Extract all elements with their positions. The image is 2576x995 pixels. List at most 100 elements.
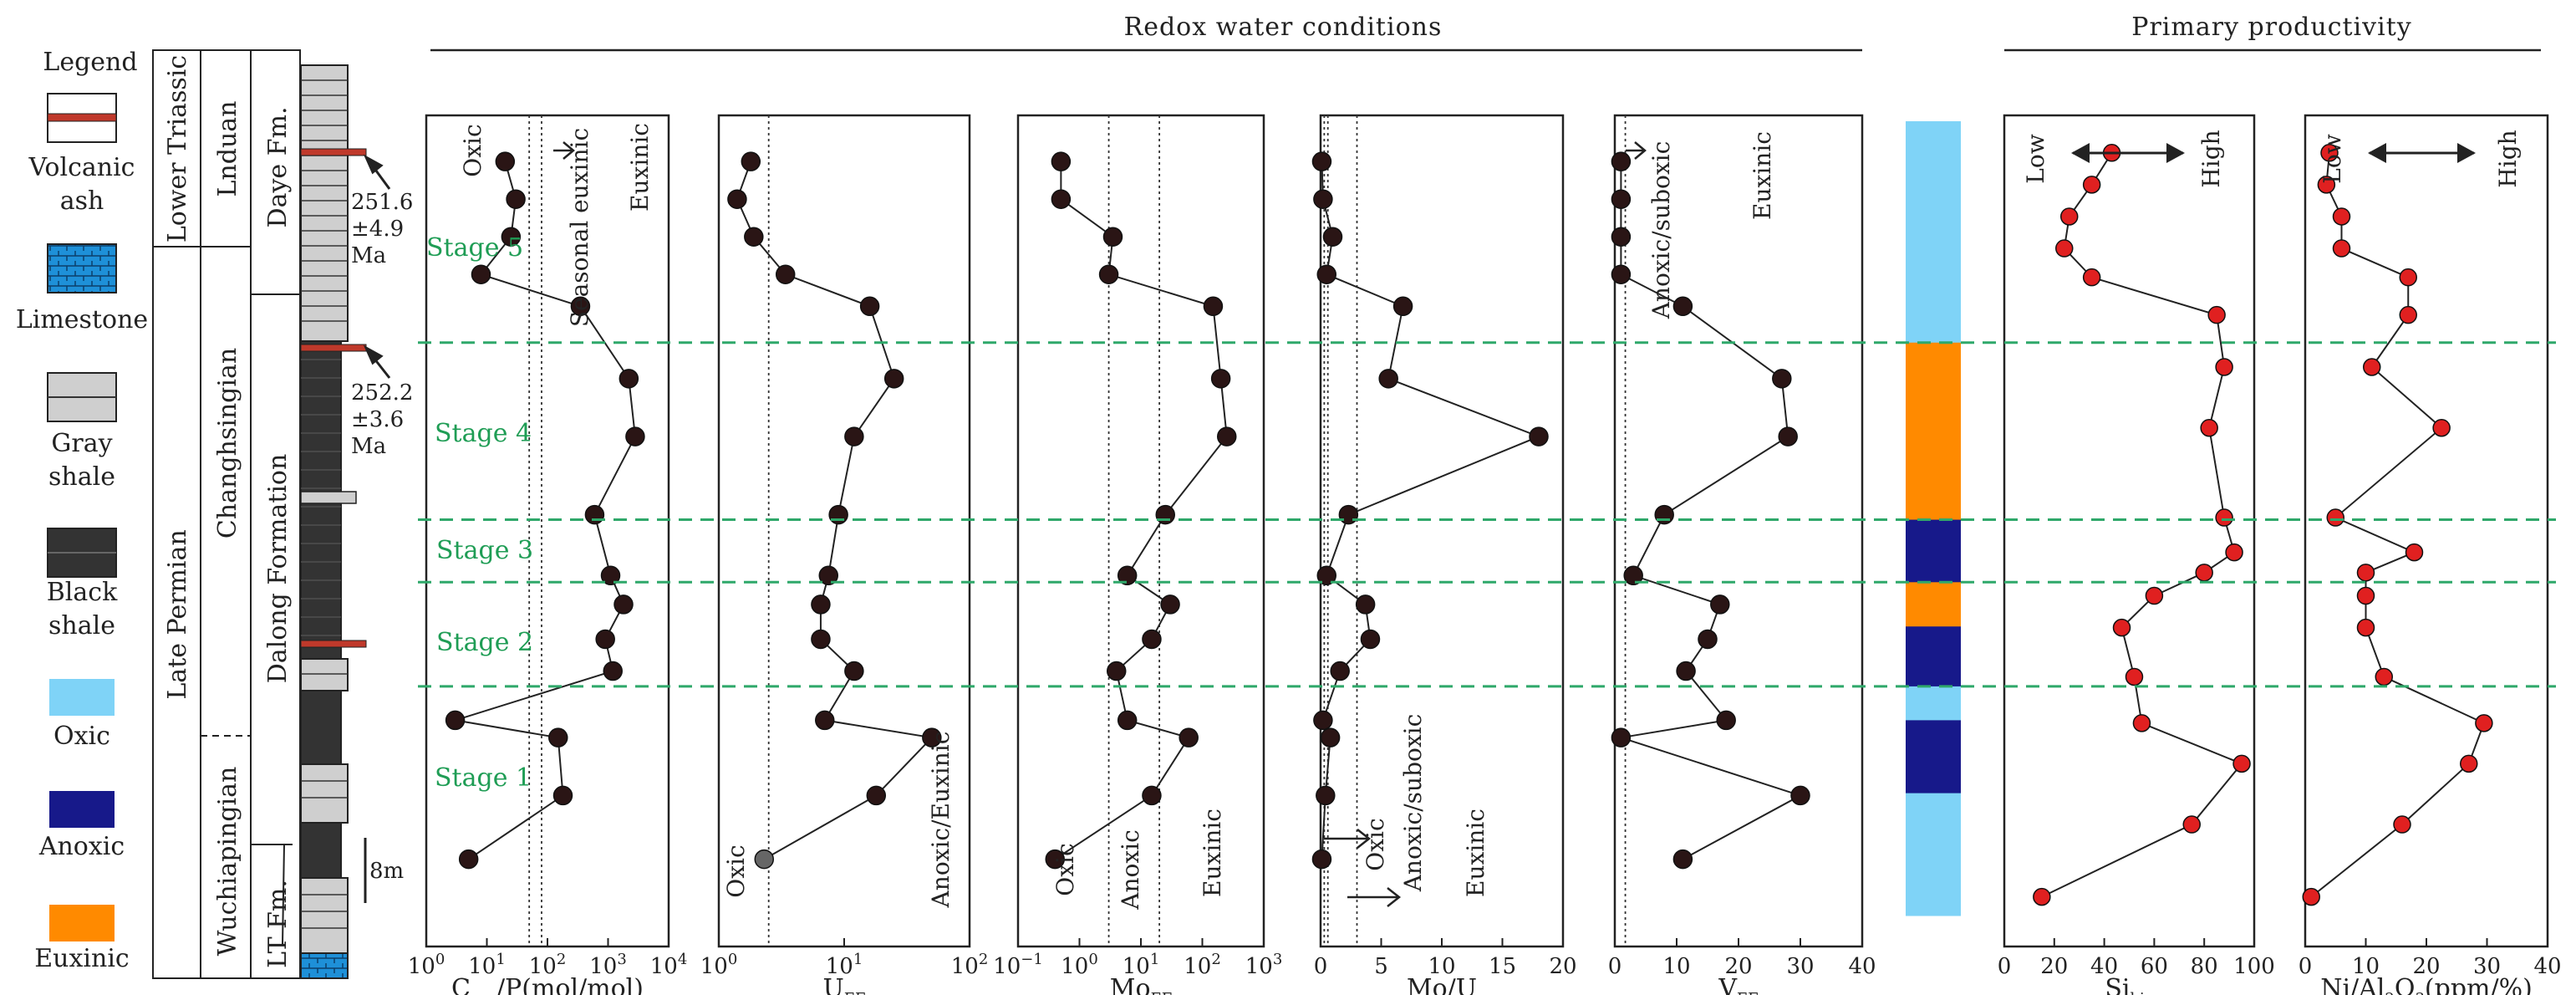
age-label: ±4.9 xyxy=(351,217,404,242)
data-point xyxy=(595,629,615,650)
data-point xyxy=(2215,358,2233,376)
legend-label: ash xyxy=(60,186,104,216)
data-point xyxy=(1676,661,1696,681)
zone-annotation: Oxic xyxy=(1362,818,1389,870)
data-point xyxy=(2125,667,2144,686)
x-tick-label: 0 xyxy=(1998,954,2012,979)
data-point xyxy=(1322,227,1343,247)
data-point xyxy=(2207,305,2226,324)
data-point xyxy=(2475,714,2493,732)
x-tick-label: 10 xyxy=(2352,954,2380,979)
data-point xyxy=(2356,618,2375,637)
x-tick-label: 10 xyxy=(1662,954,1690,979)
x-tick-label: 20 xyxy=(2040,954,2068,979)
data-point xyxy=(1378,369,1398,389)
arrow-right-icon xyxy=(2457,143,2476,163)
arrow-head-icon xyxy=(563,141,575,160)
x-tick-label: 15 xyxy=(1489,954,1516,979)
data-point xyxy=(471,264,491,284)
x-tick-label: 103 xyxy=(589,951,627,979)
panel-1: 100101102103104Corg/P(mol/mol)OxicEuxini… xyxy=(408,114,687,995)
data-point xyxy=(1160,594,1180,615)
data-point xyxy=(1529,426,1549,446)
redox-band-oxic xyxy=(1906,121,1961,344)
data-point xyxy=(552,785,573,806)
stage-label: Stage 4 xyxy=(435,419,532,448)
data-point xyxy=(775,264,796,284)
data-point xyxy=(2033,887,2051,906)
data-point xyxy=(2356,564,2375,582)
data-point xyxy=(1316,264,1336,284)
data-point xyxy=(445,710,466,731)
data-point xyxy=(818,565,839,586)
zone-annotation: Low xyxy=(2022,134,2049,183)
zone-annotation: Euxinic xyxy=(1749,131,1776,220)
x-axis-label: Mo/U xyxy=(1407,974,1477,995)
data-point xyxy=(1313,189,1333,209)
x-tick-label: 10−1 xyxy=(993,951,1043,979)
anoxic-icon xyxy=(49,791,115,828)
data-point xyxy=(495,151,516,171)
data-point xyxy=(625,426,645,446)
zone-annotation: Oxic xyxy=(459,124,486,176)
stage-boundaries xyxy=(418,341,2556,688)
legend-label: Gray xyxy=(51,429,112,458)
data-point xyxy=(844,426,864,446)
volcanic-ash-band xyxy=(47,113,117,122)
litho-black-base xyxy=(300,822,342,879)
data-point xyxy=(1654,504,1674,525)
data-point xyxy=(1338,504,1359,525)
data-point xyxy=(1330,661,1350,681)
panel-3: 10−1100101102103MoEFOxicAnoxicEuxinic xyxy=(993,114,1283,995)
zone-annotation: Euxinic xyxy=(1199,809,1226,897)
stage-wuchiapingian: Wuchiapingian xyxy=(213,767,242,957)
data-point xyxy=(548,727,568,748)
data-point xyxy=(2326,508,2344,527)
legend-item-oxic: Oxic xyxy=(49,679,115,751)
data-point xyxy=(1611,264,1632,284)
x-tick-label: 101 xyxy=(1123,951,1160,979)
legend-label: Black xyxy=(47,578,118,607)
age-label: Ma xyxy=(351,434,386,459)
zone-annotation: High xyxy=(2494,130,2522,187)
data-point xyxy=(1710,594,1730,615)
data-point xyxy=(2082,268,2101,287)
litho-gray-thin xyxy=(300,491,357,504)
data-point xyxy=(1045,849,1066,870)
data-point xyxy=(2232,754,2251,773)
x-tick-label: 103 xyxy=(1245,951,1283,979)
zone-annotation: Anoxic xyxy=(1117,829,1144,911)
x-tick-label: 0 xyxy=(1608,954,1622,979)
data-point xyxy=(811,594,831,615)
series-late-permian: Late Permian xyxy=(163,529,192,699)
x-tick-label: 10 xyxy=(1428,954,1455,979)
data-point xyxy=(1155,504,1175,525)
redox-band-euxinic xyxy=(1906,342,1961,521)
x-tick-label: 40 xyxy=(2090,954,2118,979)
data-point xyxy=(727,189,747,209)
volcanic-ash-layer-1 xyxy=(300,148,367,156)
x-tick-label: 101 xyxy=(826,951,863,979)
volcanic-ash-layer-2 xyxy=(300,344,367,352)
formation-daye: Daye Fm. xyxy=(263,107,293,228)
x-tick-label: 0 xyxy=(2299,954,2313,979)
data-point xyxy=(1311,151,1332,171)
data-point xyxy=(2200,418,2218,437)
zone-annotation: Euxinic xyxy=(626,123,654,212)
stage-changhsingian: Changhsingian xyxy=(213,348,242,538)
data-point xyxy=(1102,227,1123,247)
arrow-head-icon xyxy=(1387,887,1402,907)
data-point xyxy=(883,369,904,389)
data-point xyxy=(2460,754,2478,773)
data-point xyxy=(1051,151,1072,171)
data-point xyxy=(584,504,605,525)
series-lower-triassic: Lower Triassic xyxy=(163,55,192,242)
stage-label: Stage 3 xyxy=(436,536,533,565)
x-axis-label: Sibio xyxy=(2105,974,2153,995)
data-point xyxy=(866,785,887,806)
x-tick-label: 5 xyxy=(1374,954,1388,979)
data-point xyxy=(1672,296,1693,317)
legend-label: Oxic xyxy=(53,722,110,751)
